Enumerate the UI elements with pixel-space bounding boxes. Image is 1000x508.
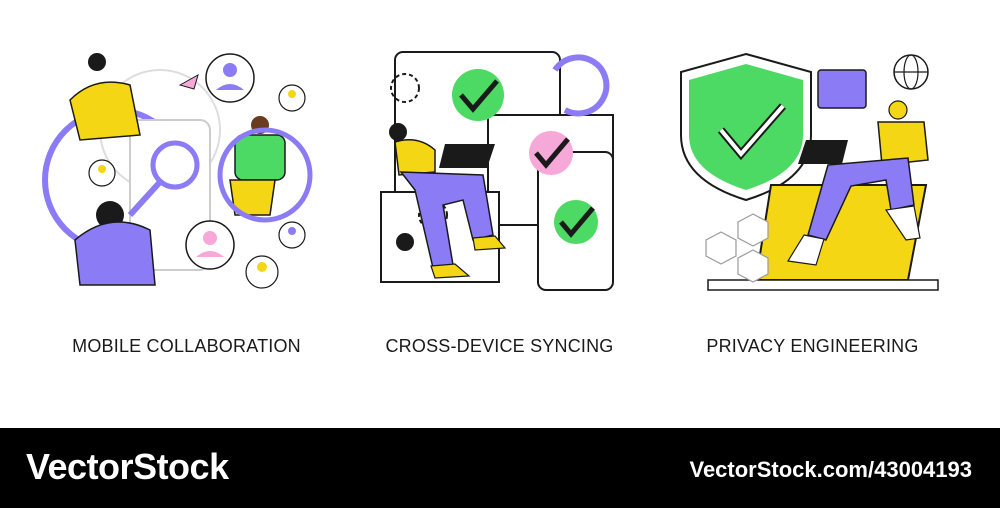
caption-privacy-engineering: PRIVACY ENGINEERING	[706, 336, 919, 356]
panel-mobile-collaboration: MOBILE COLLABORATION	[20, 0, 353, 425]
panel-privacy-engineering: PRIVACY ENGINEERING	[646, 0, 979, 425]
panel-cross-device-syncing: CROSS-DEVICE SYNCING	[333, 0, 666, 425]
watermark-footer: VectorStock VectorStock.com/43004193	[0, 428, 1000, 508]
caption-cross-device-syncing: CROSS-DEVICE SYNCING	[385, 336, 614, 356]
privacy-illustration	[680, 52, 939, 291]
caption-mobile-collaboration: MOBILE COLLABORATION	[72, 336, 301, 356]
vectorstock-logo: VectorStock	[26, 446, 229, 487]
syncing-illustration	[380, 51, 614, 291]
collaboration-illustration	[42, 53, 313, 289]
stock-id: VectorStock.com/43004193	[689, 457, 972, 482]
